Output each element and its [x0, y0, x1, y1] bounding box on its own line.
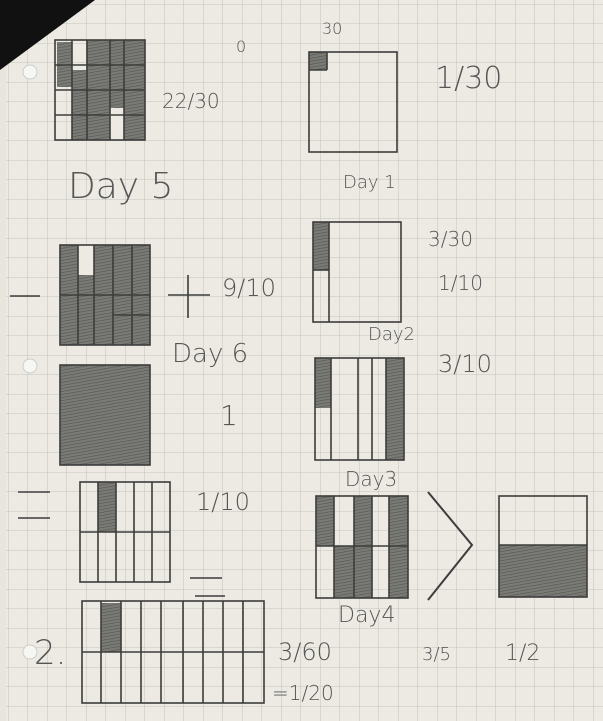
- whole-shaded-box: [60, 365, 150, 465]
- binder-hole-top: [23, 65, 37, 79]
- label-3-60: 3/60: [278, 638, 332, 666]
- label-3-5: 3/5: [422, 644, 451, 665]
- label-3-10: 3/10: [438, 350, 492, 378]
- label-1-20: =1/20: [272, 681, 334, 705]
- label-day5: Day 5: [68, 166, 173, 207]
- day6-grid: [60, 245, 150, 345]
- binder-hole-middle: [23, 359, 37, 373]
- label-two: 2.: [34, 633, 66, 673]
- label-one: 1: [220, 399, 238, 432]
- label-day6: Day 6: [172, 339, 248, 369]
- label-1-10: 1/10: [438, 271, 483, 295]
- label-day2: Day2: [368, 324, 415, 345]
- label-22-30: 22/30: [162, 89, 220, 113]
- label-day4: Day4: [338, 603, 395, 628]
- label-half: 1/2: [505, 641, 540, 666]
- label-day3: Day3: [345, 467, 397, 491]
- label-3-30: 3/30: [428, 227, 473, 251]
- label-9-10: 9/10: [222, 274, 276, 302]
- label-day1: Day 1: [343, 172, 396, 193]
- label-30: 30: [322, 19, 342, 38]
- label-1-10b: 1/10: [196, 488, 250, 516]
- label-1-30: 1/30: [435, 61, 502, 96]
- label-zero: 0: [236, 37, 246, 56]
